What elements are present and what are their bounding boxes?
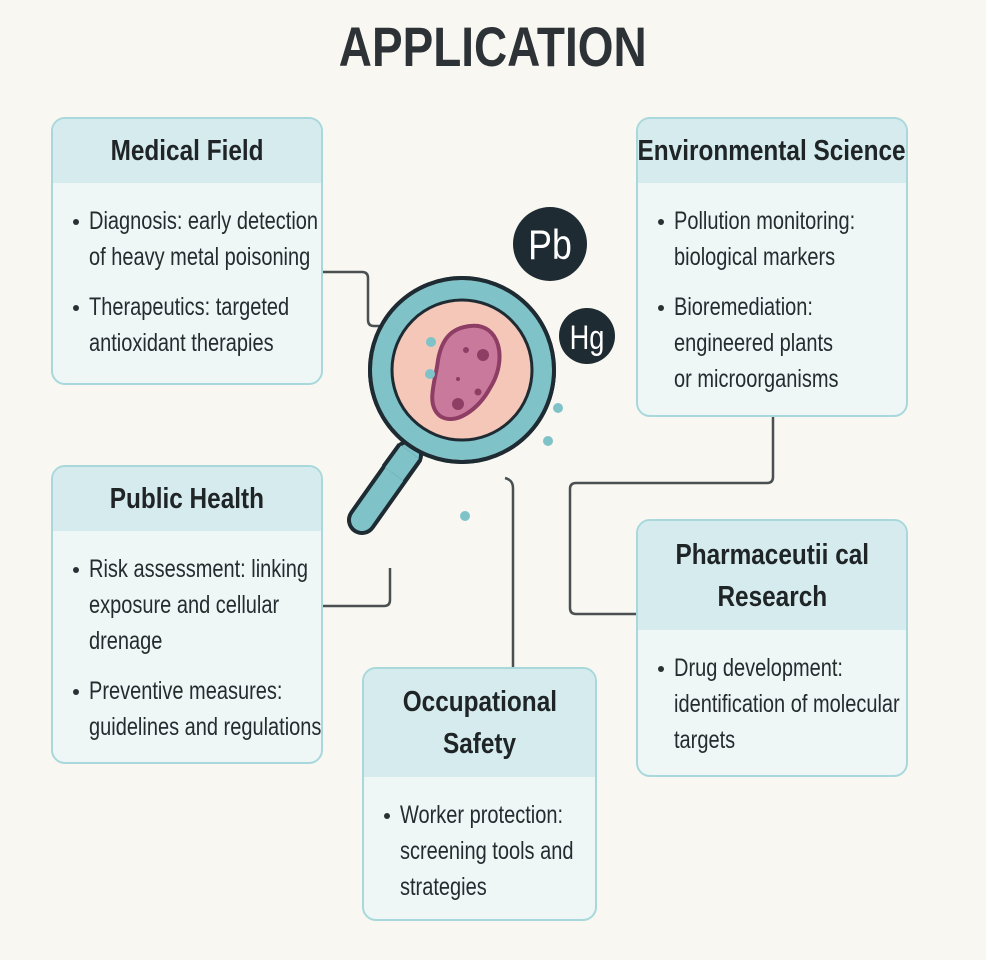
card-title: Public Health — [53, 467, 321, 531]
pb-label: Pb — [528, 222, 572, 268]
card-title: Medical Field — [53, 119, 321, 183]
medical-field-card: Medical Field Diagnosis: early detection… — [51, 117, 323, 385]
magnifier-icon — [347, 276, 556, 535]
hg-label: Hg — [570, 318, 605, 357]
mercury-element-icon: Hg — [559, 308, 615, 364]
particles-icon — [460, 403, 563, 521]
card-title: Environmental Science — [638, 119, 906, 183]
connector-occupational — [504, 476, 515, 668]
lead-element-icon: Pb — [513, 207, 587, 281]
page-title: APPLICATION — [339, 15, 647, 78]
connector-medical — [322, 270, 394, 328]
environmental-science-card: Environmental Science Pollution monitori… — [636, 117, 908, 417]
connector-lines — [322, 270, 775, 668]
connector-public-health — [322, 568, 392, 608]
bullet-item: Drug development:identification of molec… — [656, 650, 906, 758]
bullet-item: Preventive measures:guidelines and regul… — [71, 673, 321, 745]
bullet-item: Pollution monitoring:biological markers — [656, 203, 906, 275]
connector-env-pharma — [568, 416, 775, 616]
